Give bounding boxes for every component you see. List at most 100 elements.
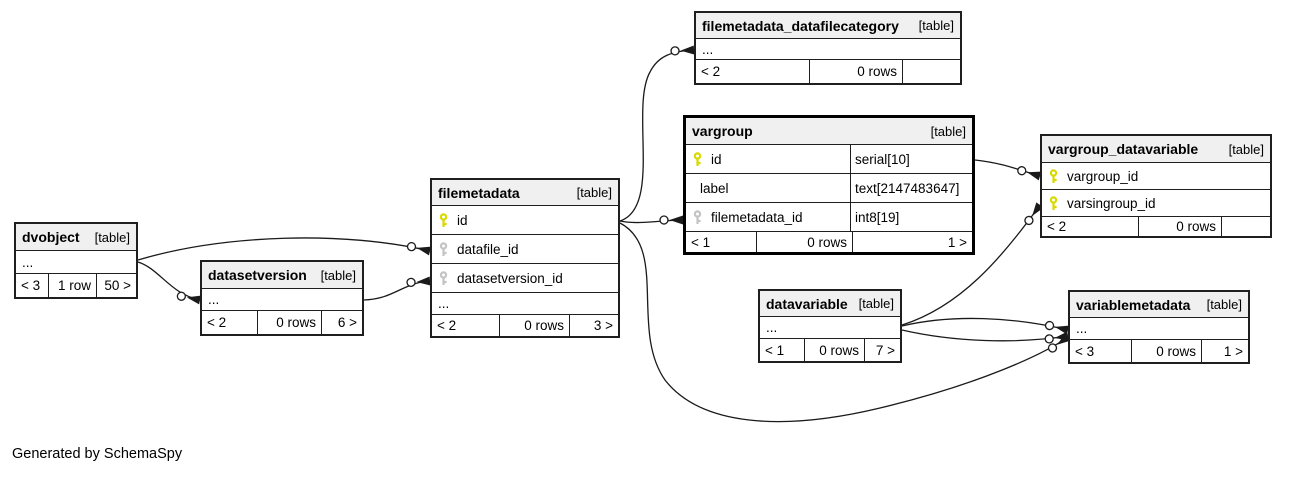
- table-name: filemetadata_datafilecategory: [702, 17, 899, 34]
- column-type: int8[19]: [850, 203, 972, 231]
- table-footer: < 3 0 rows 1 >: [1070, 340, 1248, 362]
- row-count: 0 rows: [805, 339, 865, 361]
- table-name: vargroup_datavariable: [1048, 141, 1199, 157]
- edge-datasetversion-filemetadata-datasetversion-id: [363, 276, 431, 301]
- edge-dvobject-datasetversion: [137, 261, 201, 305]
- edge-datavariable-variablemetadata-upper: [901, 317, 1070, 335]
- table-name: datavariable: [766, 295, 848, 312]
- table-dvobject[interactable]: dvobject [table] ... < 3 1 row 50 >: [14, 222, 138, 299]
- row-count: 0 rows: [1132, 340, 1202, 362]
- column-name: datasetversion_id: [457, 270, 563, 286]
- row-count: 0 rows: [500, 315, 570, 336]
- table-datasetversion[interactable]: datasetversion [table] ... < 2 0 rows 6 …: [200, 260, 364, 336]
- edge-datavariable-variablemetadata-lower: [901, 329, 1069, 344]
- table-type-tag: [table]: [320, 267, 356, 283]
- columns-ellipsis-row: ...: [432, 293, 618, 315]
- column-row-datasetversion-id: datasetversion_id: [432, 264, 618, 293]
- table-type-tag: [table]: [858, 296, 894, 311]
- edge-vargroup-vargroup-datavariable-vargroup-id: [974, 159, 1042, 181]
- table-filemetadata-datafilecategory[interactable]: filemetadata_datafilecategory [table] ..…: [694, 11, 962, 85]
- primary-key-icon: [1048, 195, 1059, 211]
- columns-ellipsis-row: ...: [696, 39, 960, 60]
- parents-count: < 3: [16, 274, 49, 297]
- table-name: dvobject: [22, 229, 80, 245]
- table-footer: < 2 0 rows 3 >: [432, 315, 618, 336]
- table-footer: < 2 0 rows: [1042, 217, 1270, 236]
- column-name: vargroup_id: [1067, 168, 1139, 184]
- children-count: [903, 60, 960, 83]
- column-name: datafile_id: [457, 241, 519, 257]
- table-datavariable[interactable]: datavariable [table] ... < 1 0 rows 7 >: [758, 289, 902, 363]
- children-count: 3 >: [593, 318, 613, 333]
- edge-filemetadata-vargroup-filemetadata-id: [619, 215, 684, 225]
- parents-count: < 3: [1070, 340, 1132, 362]
- table-footer: < 1 0 rows 1 >: [686, 232, 972, 252]
- table-name: variablemetadata: [1076, 296, 1191, 313]
- table-footer: < 3 1 row 50 >: [16, 274, 136, 297]
- table-name: vargroup: [692, 123, 753, 139]
- table-header: vargroup [table]: [686, 118, 972, 145]
- table-footer: < 1 0 rows 7 >: [760, 339, 900, 361]
- children-count: 7 >: [875, 342, 895, 358]
- columns-ellipsis-row: ...: [760, 317, 900, 339]
- primary-key-icon: [1048, 168, 1059, 184]
- generator-note: Generated by SchemaSpy: [12, 446, 183, 462]
- table-type-tag: [table]: [94, 229, 130, 245]
- columns-ellipsis-row: ...: [16, 251, 136, 274]
- row-count: 0 rows: [757, 232, 853, 252]
- table-type-tag: [table]: [930, 123, 966, 139]
- table-header: filemetadata_datafilecategory [table]: [696, 13, 960, 39]
- children-count: 50 >: [104, 278, 131, 293]
- parents-count: < 2: [696, 60, 810, 83]
- parents-count: < 2: [1042, 217, 1139, 236]
- table-filemetadata[interactable]: filemetadata [table] id datafile_id data…: [430, 178, 620, 338]
- table-header: variablemetadata [table]: [1070, 292, 1248, 318]
- ellipsis-label: ...: [438, 296, 450, 311]
- ellipsis-label: ...: [22, 254, 34, 270]
- children-count: 1 >: [947, 234, 967, 250]
- columns-ellipsis-row: ...: [202, 289, 362, 311]
- ellipsis-label: ...: [766, 320, 778, 335]
- row-count: 0 rows: [810, 60, 903, 83]
- edge-filemetadata-filemetadata-datafilecategory: [619, 45, 695, 222]
- column-name: label: [700, 180, 729, 196]
- ellipsis-label: ...: [702, 41, 714, 57]
- parents-count: < 1: [760, 339, 805, 361]
- table-header: datavariable [table]: [760, 291, 900, 317]
- children-count: [1222, 217, 1270, 236]
- table-vargroup[interactable]: vargroup [table] id serial[10] label tex…: [683, 115, 975, 255]
- table-variablemetadata[interactable]: variablemetadata [table] ... < 3 0 rows …: [1068, 290, 1250, 364]
- table-header: vargroup_datavariable [table]: [1042, 136, 1270, 163]
- column-row-label: label text[2147483647]: [686, 174, 972, 203]
- primary-key-icon: [438, 212, 449, 228]
- children-count: 6 >: [337, 315, 357, 330]
- column-row-varsingroup-id: varsingroup_id: [1042, 190, 1270, 217]
- column-row-id: id: [432, 206, 618, 235]
- column-row-filemetadata-id: filemetadata_id int8[19]: [686, 203, 972, 232]
- column-type: text[2147483647]: [850, 174, 972, 202]
- table-type-tag: [table]: [1206, 297, 1242, 312]
- edge-dvobject-filemetadata-datafile-id: [137, 237, 432, 261]
- parents-count: < 2: [202, 311, 258, 334]
- primary-key-icon: [692, 151, 703, 167]
- table-footer: < 2 0 rows 6 >: [202, 311, 362, 334]
- column-name: varsingroup_id: [1067, 195, 1156, 211]
- column-row-datafile-id: datafile_id: [432, 235, 618, 264]
- table-footer: < 2 0 rows: [696, 60, 960, 83]
- edge-datavariable-vargroup-datavariable-varsingroup-id: [901, 202, 1044, 326]
- table-type-tag: [table]: [918, 18, 954, 33]
- column-row-vargroup-id: vargroup_id: [1042, 163, 1270, 190]
- table-name: filemetadata: [438, 184, 520, 201]
- table-header: filemetadata [table]: [432, 180, 618, 206]
- table-vargroup-datavariable[interactable]: vargroup_datavariable [table] vargroup_i…: [1040, 134, 1272, 238]
- foreign-key-icon: [438, 241, 449, 257]
- column-type: serial[10]: [850, 145, 972, 173]
- row-count: 0 rows: [1139, 217, 1222, 236]
- parents-count: < 1: [686, 232, 757, 252]
- table-header: dvobject [table]: [16, 224, 136, 251]
- ellipsis-label: ...: [208, 292, 220, 307]
- edge-filemetadata-variablemetadata: [619, 222, 1071, 423]
- table-type-tag: [table]: [1228, 141, 1264, 157]
- column-name: id: [457, 212, 468, 228]
